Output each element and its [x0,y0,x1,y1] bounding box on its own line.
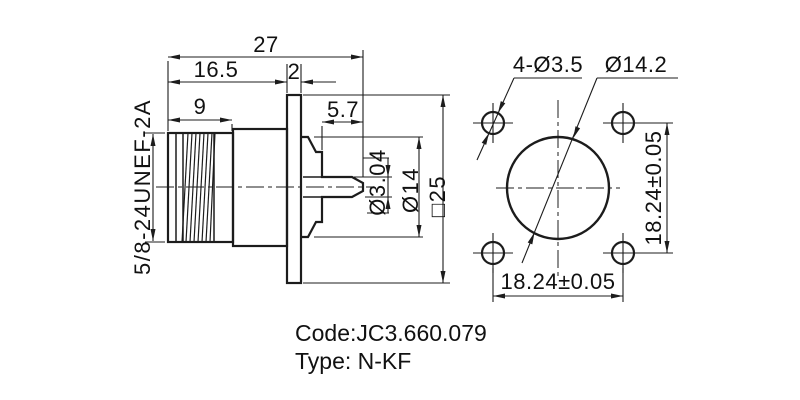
dim-boss-diameter-text: Ø14 [398,167,423,213]
dim-hole-spacing-horizontal-text: 18.24±0.05 [501,269,616,294]
dim-boss-diameter: Ø14 [314,136,423,238]
label-mounting-holes: 4-Ø3.5 [476,52,583,161]
dim-pin-diameter: Ø3.04 [354,148,392,216]
label-bore-diameter-text: Ø14.2 [605,52,667,77]
dim-pin-protrusion-text: 5.7 [327,97,359,122]
dim-hole-spacing-vertical: 18.24±0.05 [636,122,673,254]
mounting-hole-top-left [473,103,513,143]
dim-flange-thickness-text: 2 [288,59,301,84]
dim-pin-protrusion: 5.7 [321,97,363,150]
dim-body-length: 16.5 [168,57,287,85]
thread-hatch [181,132,216,243]
dim-hole-spacing-vertical-text: 18.24±0.05 [641,131,666,246]
side-view: 27 16.5 2 9 [130,32,450,285]
label-mounting-holes-text: 4-Ø3.5 [513,52,583,77]
dim-flange-size: □25 [303,94,450,284]
mounting-hole-bottom-left [473,233,513,273]
label-bore-diameter: Ø14.2 [521,52,678,264]
dim-body-length-text: 16.5 [194,57,239,82]
dim-flange-thickness: 2 [286,59,336,93]
dim-thread-spec: 5/8-24UNEF-2A [130,99,165,275]
front-view: 4-Ø3.5 Ø14.2 18.24±0.05 [473,52,678,302]
flange [285,93,303,285]
dim-pin-diameter-text: Ø3.04 [365,148,390,215]
dim-thread-length-text: 9 [194,94,207,119]
notes-block: Code:JC3.660.079 Type: N-KF [295,320,487,374]
dim-thread-length: 9 [168,94,233,131]
dim-hole-spacing-horizontal: 18.24±0.05 [492,268,624,302]
type-text: Type: N-KF [295,348,411,374]
dim-flange-size-text: □25 [425,175,450,217]
dim-total-length: 27 [167,32,364,177]
code-text: Code:JC3.660.079 [295,320,487,346]
thread-spec-text: 5/8-24UNEF-2A [130,99,155,275]
dim-total-length-text: 27 [253,32,278,57]
rear-boss-and-pin [301,135,365,239]
